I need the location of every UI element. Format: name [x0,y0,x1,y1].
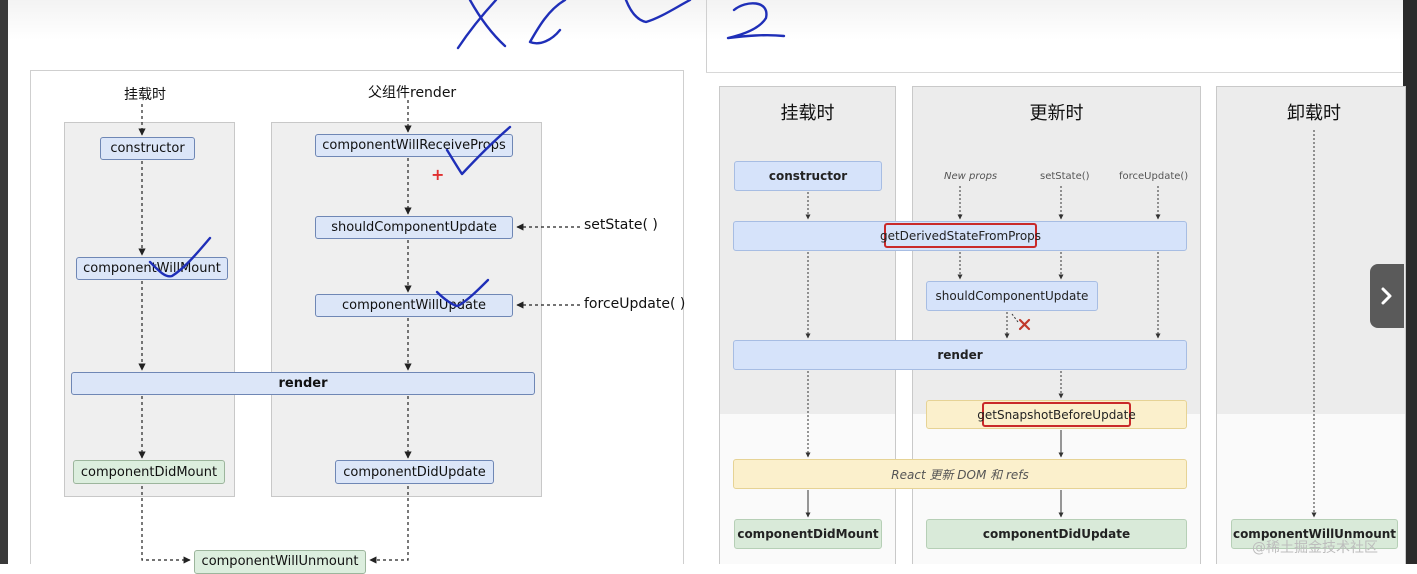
mount-label: 挂载时 [124,87,166,103]
r-did-mount-node: componentDidMount [734,519,882,549]
new-props-label: New props [944,171,998,182]
left-dark-edge [0,0,8,564]
render-node: render [71,372,535,395]
divider-horizontal [706,72,1402,73]
constructor-node: constructor [100,137,195,160]
did-mount-node: componentDidMount [73,460,225,484]
cancel-x-icon [1018,318,1031,331]
r-get-snapshot-node: getSnapshotBeforeUpdate [977,402,1136,427]
mount-group [64,122,235,497]
setstate-trigger-label: setState() [1040,171,1090,182]
right-dark-edge [1403,0,1417,564]
r-update-title: 更新时 [1029,103,1084,124]
r-mount-title: 挂载时 [780,103,835,124]
forceupdate-label: forceUpdate( ) [584,296,686,312]
handwriting [148,0,786,308]
will-receive-props-node: componentWillReceiveProps [315,134,513,157]
r-did-update-node: componentDidUpdate [926,519,1187,549]
plus-mark: + [431,165,445,184]
divider-vertical [706,0,707,72]
r-react-dom-node: React 更新 DOM 和 refs [733,459,1187,489]
chevron-right-icon [1381,287,1392,305]
right-arrows [805,130,1317,518]
should-update-node: shouldComponentUpdate [315,216,513,239]
r-unmount-title: 卸载时 [1287,103,1341,124]
next-slide-button[interactable] [1370,264,1404,328]
r-will-unmount-node: componentWillUnmount [1231,519,1398,549]
left-arrows [138,100,580,564]
top-strip [0,0,1417,40]
forceupdate-trigger-label: forceUpdate() [1119,171,1189,182]
r-should-update-node: shouldComponentUpdate [926,281,1098,311]
did-update-node: componentDidUpdate [335,460,494,484]
r-get-derived-node: getDerivedStateFromProps [880,223,1041,248]
watermark: @稀土掘金技术社区 [1252,540,1378,556]
r-constructor-node: constructor [734,161,882,191]
setstate-label: setState( ) [584,217,658,233]
r-render-node: render [733,340,1187,370]
will-update-node: componentWillUpdate [315,294,513,317]
parent-render-label: 父组件render [368,85,457,101]
